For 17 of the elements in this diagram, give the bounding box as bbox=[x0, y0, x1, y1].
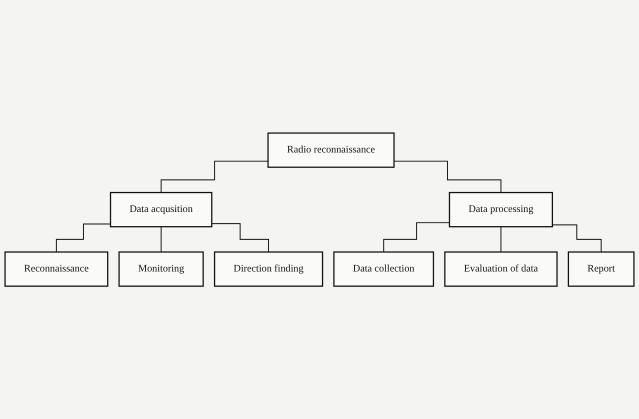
node-box: Reconnaissance bbox=[4, 251, 108, 287]
connector bbox=[500, 226, 502, 252]
connector bbox=[394, 160, 502, 193]
connector bbox=[383, 222, 450, 252]
connector bbox=[56, 223, 111, 252]
node-box: Data acqusition bbox=[110, 192, 212, 228]
node-box: Direction finding bbox=[214, 251, 324, 287]
node-box: Monitoring bbox=[118, 251, 204, 287]
connector bbox=[160, 226, 162, 252]
connector bbox=[211, 223, 270, 252]
node-box: Report bbox=[568, 251, 635, 287]
node-box: Evaluation of data bbox=[444, 251, 558, 287]
connector bbox=[552, 224, 602, 252]
node-box: Radio reconnaissance bbox=[267, 132, 395, 168]
connector bbox=[160, 160, 269, 193]
node-box: Data collection bbox=[333, 251, 434, 287]
node-box: Data processing bbox=[448, 192, 554, 228]
